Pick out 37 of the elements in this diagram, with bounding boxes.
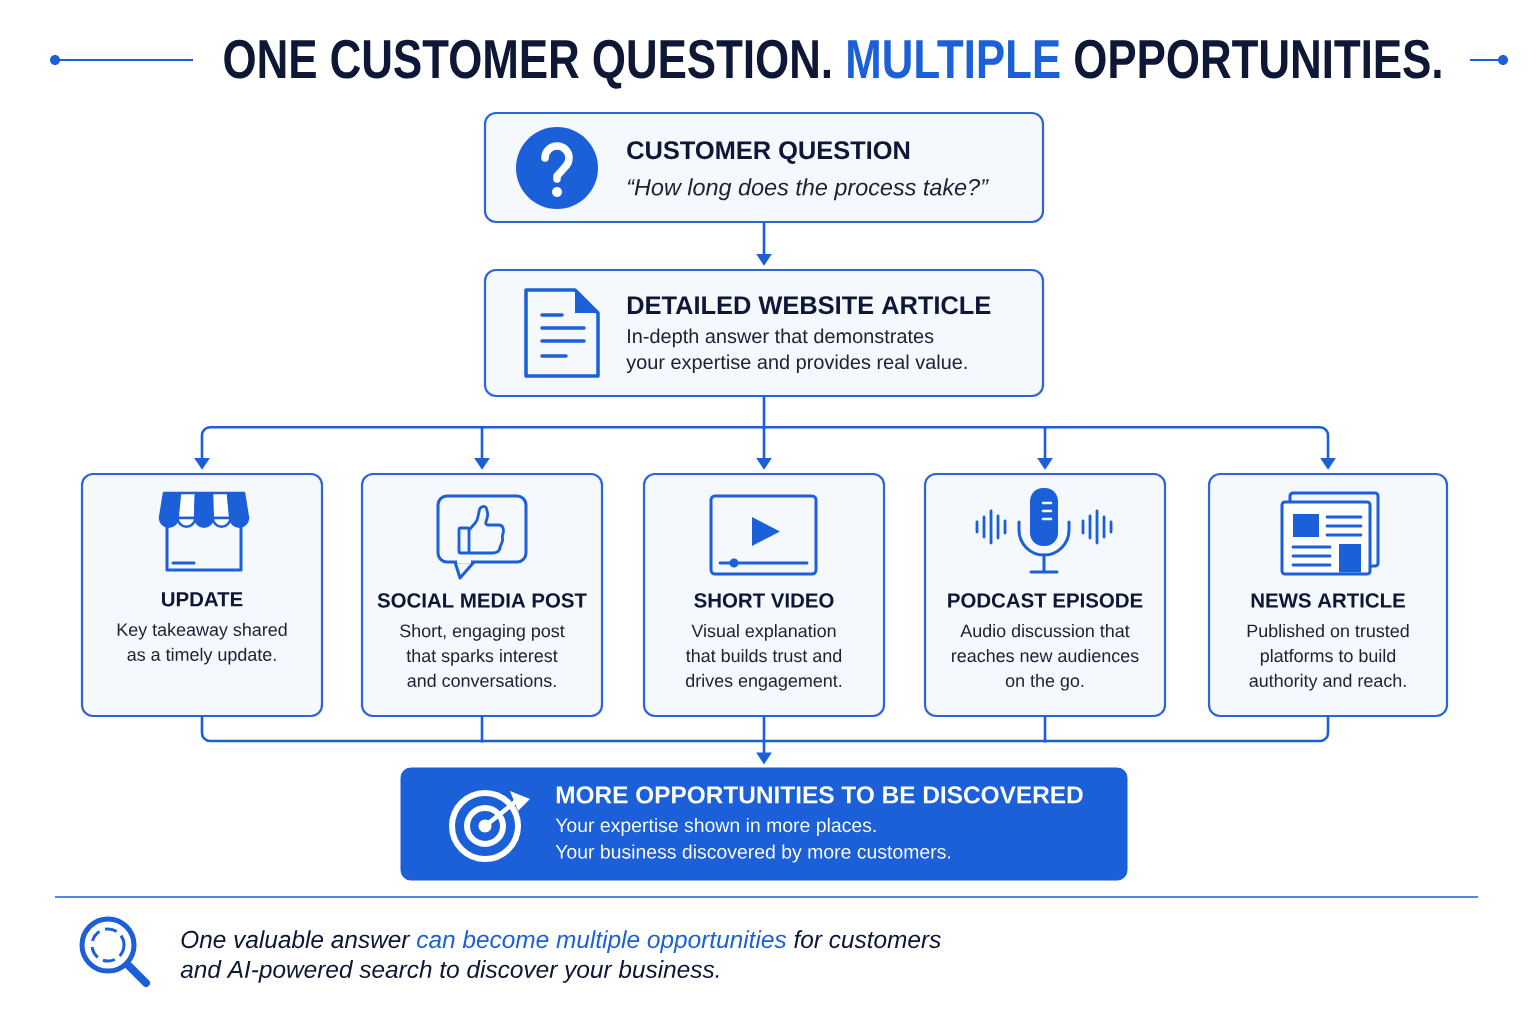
card-text: In-depth answer that demonstrates your expertise and provides real value.: [626, 328, 967, 374]
connector-line: [762, 739, 1047, 743]
connector-line: [480, 715, 484, 743]
title: ONE CUSTOMER QUESTION. MULTIPLE OPPORTUNITIES.: [224, 39, 1441, 89]
card-heading: SHORT VIDEO: [694, 593, 834, 608]
card-text: Key takeaway shared as a timely update.: [117, 622, 287, 665]
connector-line: [1043, 715, 1330, 743]
card-text: Visual explanation that builds trust and drives engagement.: [686, 624, 842, 691]
connector-line: [1043, 715, 1047, 743]
connector-line: [762, 715, 766, 743]
card-heading: NEWS ARTICLE: [1251, 593, 1405, 608]
content-card: [80, 472, 324, 718]
card-heading: SOCIAL MEDIA POST: [377, 593, 587, 608]
connector-line: [480, 739, 766, 743]
card-heading: MORE OPPORTUNITIES TO BE DISCOVERED: [556, 786, 1083, 804]
card-text: Published on trusted platforms to build authority and reach.: [1247, 624, 1409, 691]
connector-line: [762, 395, 766, 429]
card-text: Your business discovered by more customers.: [555, 844, 950, 863]
info-card: [483, 111, 1045, 224]
content-card: [642, 472, 886, 718]
card-text: Audio discussion that reaches new audiences on the go.: [952, 624, 1139, 691]
card-heading: PODCAST EPISODE: [948, 593, 1143, 608]
card-heading: DETAILED WEBSITE ARTICLE: [627, 296, 991, 315]
content-card: [923, 472, 1167, 718]
content-card: [360, 472, 604, 718]
footer-text: One valuable answer can become multiple opportunities for customers and AI-powered search to discover your business.: [180, 930, 941, 983]
card-heading: CUSTOMER QUESTION: [627, 141, 910, 164]
card-text: Your expertise shown in more places.: [555, 817, 876, 836]
card-text: Short, engaging post that sparks interest and conversations.: [400, 624, 565, 688]
connector-line: [200, 715, 484, 743]
info-card: [483, 268, 1045, 398]
content-card: [1207, 472, 1449, 718]
connector-line: [480, 425, 766, 429]
card-text: “How long does the process take?”: [627, 178, 989, 201]
connector-line: [762, 425, 1047, 429]
result-banner: [400, 767, 1128, 881]
card-heading: UPDATE: [162, 592, 243, 607]
